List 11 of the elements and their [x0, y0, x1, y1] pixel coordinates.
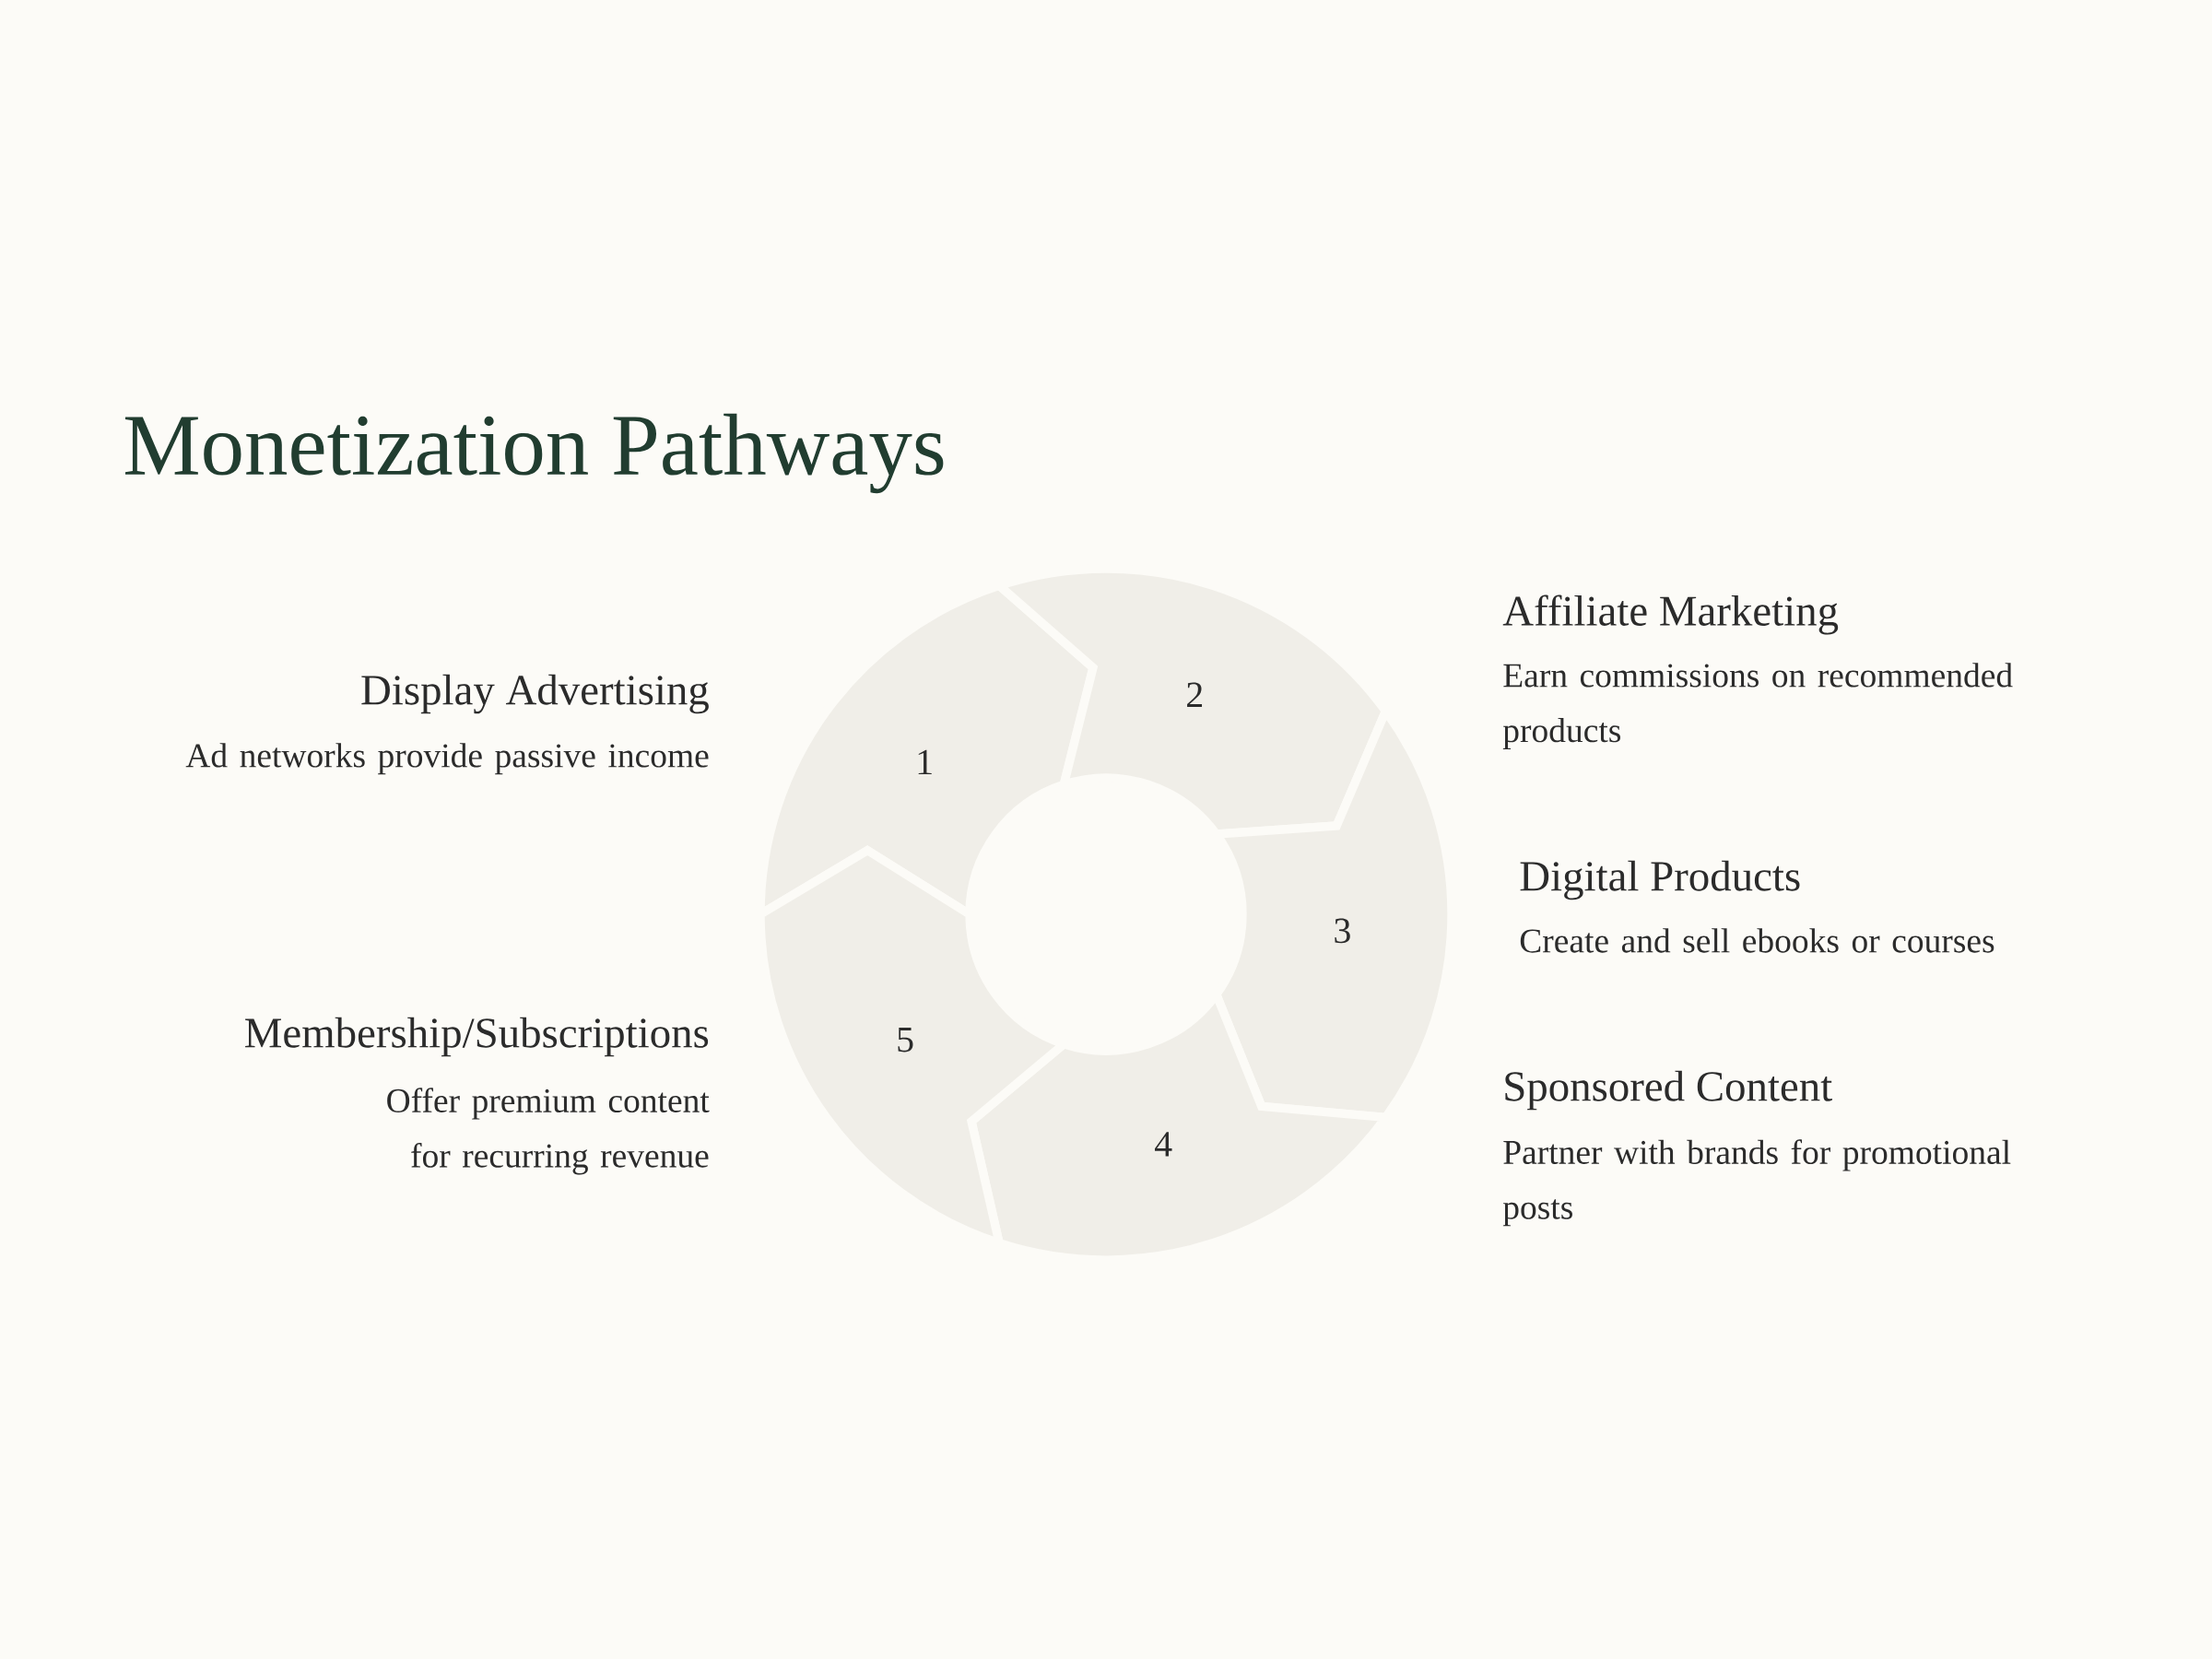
heading: Sponsored Content [1505, 1070, 1832, 1111]
description: Create and sell ebooks or courses [1520, 928, 1994, 953]
title: Monetization Pathways [125, 413, 944, 494]
description: Offer premium content for recurring revenue [387, 1088, 710, 1175]
heading: Display Advertising [361, 674, 709, 714]
heading: Membership/Subscriptions [245, 1017, 709, 1057]
description: Earn commissions on recommended products [1502, 663, 2013, 749]
description: Ad networks provide passive income [185, 743, 709, 775]
heading: Digital Products [1520, 860, 1800, 900]
heading: Affiliate Marketing [1502, 594, 1839, 635]
description: Partner with brands for promotional posts [1502, 1139, 2011, 1227]
